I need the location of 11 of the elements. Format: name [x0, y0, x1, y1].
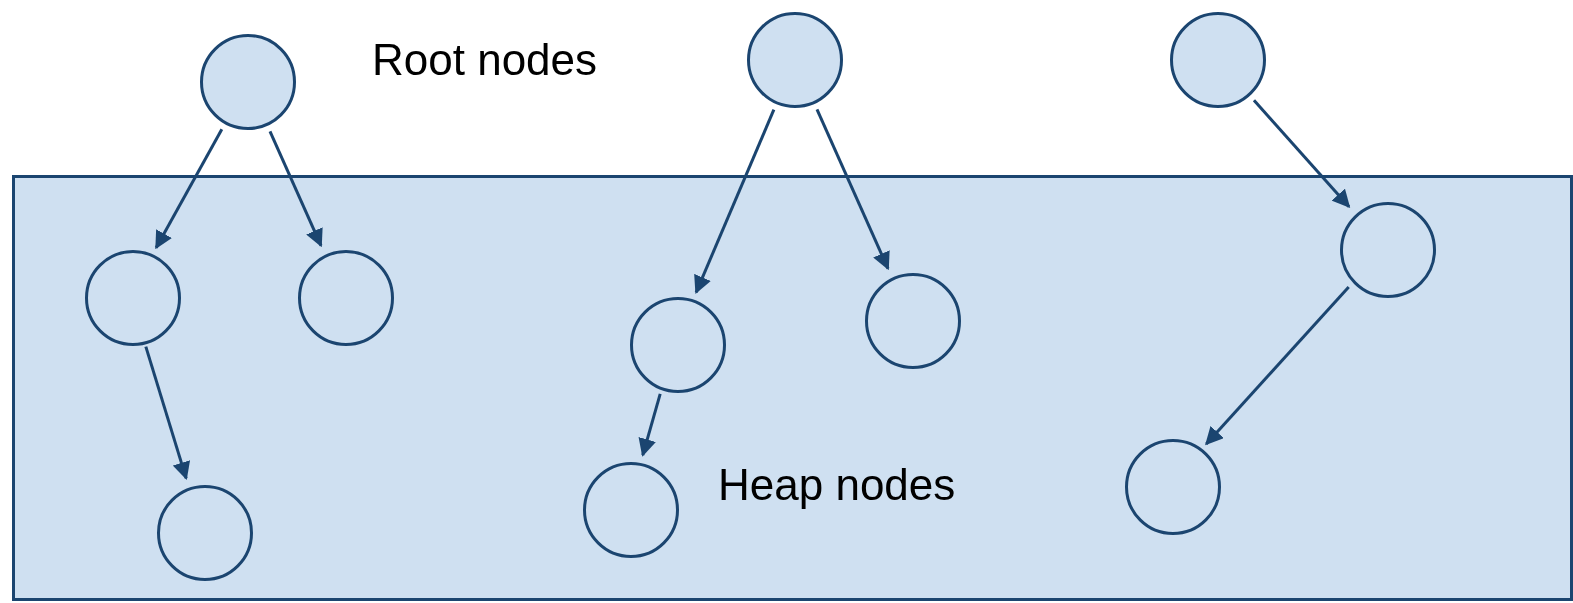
arrow — [694, 109, 776, 294]
section-label: Root nodes — [372, 38, 598, 82]
arrow — [638, 393, 662, 457]
arrow — [1205, 286, 1350, 446]
arrow — [144, 346, 191, 481]
heap-region — [12, 175, 1573, 601]
arrow — [815, 108, 890, 271]
arrow — [1252, 99, 1351, 209]
region-title: Heap nodes — [718, 463, 956, 507]
arrow — [268, 130, 323, 248]
arrow — [154, 128, 224, 250]
